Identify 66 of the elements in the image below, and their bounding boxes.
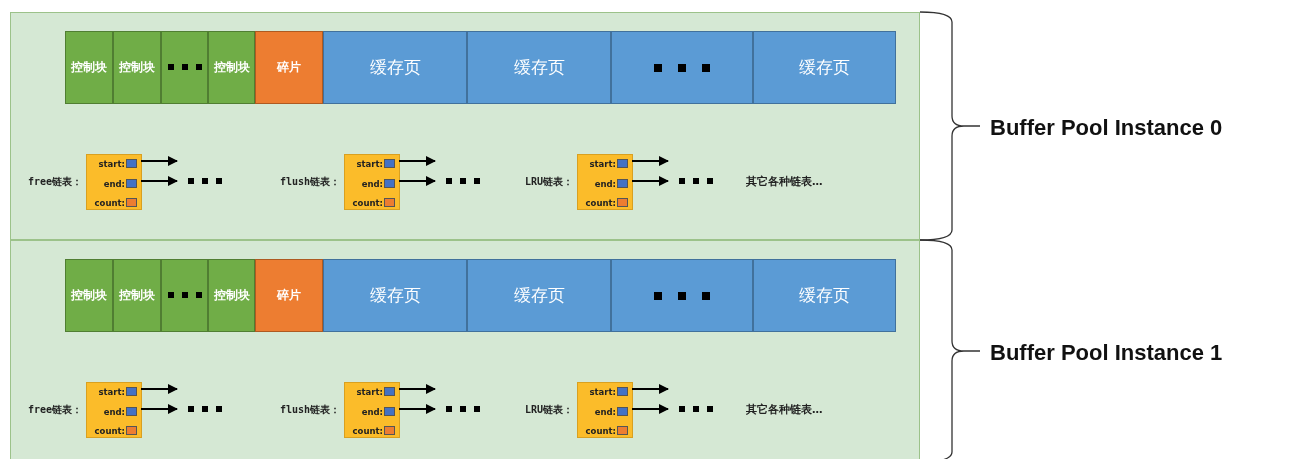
field-label: start: (98, 159, 125, 169)
list-header-box (344, 154, 400, 210)
memory-block: 控制块 (113, 259, 161, 332)
field-label: end: (103, 407, 125, 417)
list-name: 其它各种链表… (746, 175, 823, 189)
memory-block: 缓存页 (323, 259, 467, 332)
field-label: start: (589, 387, 616, 397)
memory-block: 控制块 (208, 31, 255, 104)
memory-block: 控制块 (113, 31, 161, 104)
list-name: flush链表： (279, 175, 340, 189)
memory-block: 缓存页 (467, 259, 611, 332)
field-label: end: (103, 179, 125, 189)
field-label: end: (361, 407, 383, 417)
memory-block: 缓存页 (753, 31, 896, 104)
pointer-arrow (140, 176, 178, 186)
memory-block: 缓存页 (323, 31, 467, 104)
pointer-arrow (631, 156, 669, 166)
field-label: end: (361, 179, 383, 189)
list-header-box (577, 154, 633, 210)
field-label: end: (594, 179, 616, 189)
pointer-arrow (140, 404, 178, 414)
field-label: start: (356, 159, 383, 169)
memory-block: 碎片 (255, 259, 323, 332)
list-name: flush链表： (279, 403, 340, 417)
pointer-arrow (398, 404, 436, 414)
list-name: free链表： (27, 175, 82, 189)
field-label: count: (352, 426, 383, 436)
list-name: 其它各种链表… (746, 403, 823, 417)
instance-label: Buffer Pool Instance 1 (990, 340, 1223, 366)
memory-block: 缓存页 (467, 31, 611, 104)
list-header-box (344, 382, 400, 438)
memory-block: 控制块 (65, 259, 113, 332)
list-name: free链表： (27, 403, 82, 417)
memory-block: 缓存页 (753, 259, 896, 332)
pointer-arrow (398, 384, 436, 394)
pointer-arrow (631, 176, 669, 186)
ellipsis-block (161, 259, 208, 332)
field-label: end: (594, 407, 616, 417)
buffer-pool-panel (10, 12, 920, 240)
list-name: LRU链表： (524, 175, 573, 189)
memory-block: 控制块 (65, 31, 113, 104)
field-label: start: (589, 159, 616, 169)
pointer-arrow (140, 384, 178, 394)
pointer-arrow (398, 176, 436, 186)
memory-block: 控制块 (208, 259, 255, 332)
field-label: start: (98, 387, 125, 397)
instance-label: Buffer Pool Instance 0 (990, 115, 1223, 141)
pointer-arrow (398, 156, 436, 166)
list-header-box (86, 154, 142, 210)
buffer-pool-panel (10, 240, 920, 459)
ellipsis-block (161, 31, 208, 104)
field-label: count: (94, 198, 125, 208)
ellipsis-block (611, 31, 753, 104)
memory-block: 碎片 (255, 31, 323, 104)
list-header-box (577, 382, 633, 438)
pointer-arrow (140, 156, 178, 166)
list-name: LRU链表： (524, 403, 573, 417)
list-header-box (86, 382, 142, 438)
field-label: count: (585, 426, 616, 436)
field-label: count: (352, 198, 383, 208)
field-label: count: (94, 426, 125, 436)
ellipsis-block (611, 259, 753, 332)
pointer-arrow (631, 384, 669, 394)
field-label: start: (356, 387, 383, 397)
pointer-arrow (631, 404, 669, 414)
field-label: count: (585, 198, 616, 208)
